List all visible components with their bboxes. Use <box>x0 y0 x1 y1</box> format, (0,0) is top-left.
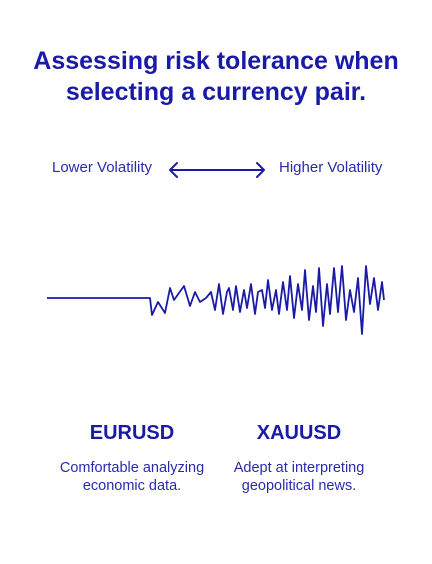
pair-description-xauusd: Adept at interpreting geopolitical news. <box>233 460 365 494</box>
pair-description-eurusd: Comfortable analyzing economic data. <box>59 460 205 494</box>
volatility-wave-icon <box>47 265 385 335</box>
pair-name-xauusd: XAUUSD <box>256 422 342 444</box>
double-headed-arrow-icon <box>169 162 265 178</box>
pair-name-eurusd: EURUSD <box>89 422 175 444</box>
higher-volatility-label: Higher Volatility <box>279 159 383 176</box>
diagram-title: Assessing risk tolerance when selecting … <box>33 47 399 106</box>
lower-volatility-label: Lower Volatility <box>52 159 153 176</box>
volatility-wave-line <box>47 265 385 335</box>
